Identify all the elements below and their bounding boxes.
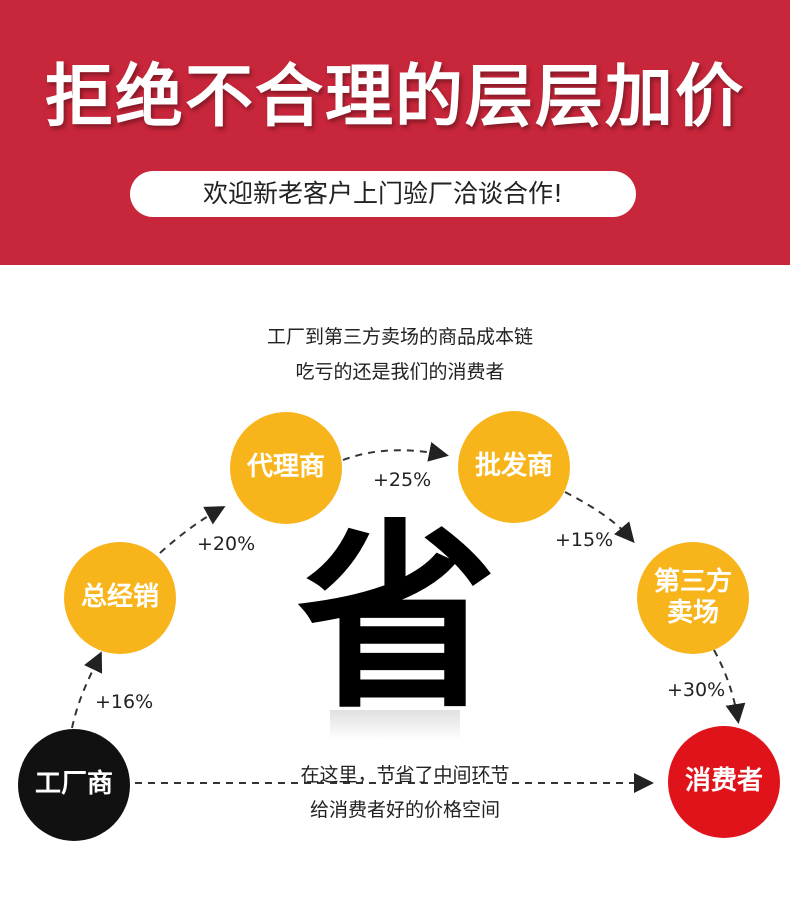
markup-wholesaler-third-party: +15%	[555, 529, 614, 551]
markup-third-party-consumer: +30%	[667, 679, 726, 701]
header-banner	[0, 0, 790, 265]
markup-factory-distributor: +16%	[95, 691, 154, 713]
headline: 拒绝不合理的层层加价	[44, 58, 745, 137]
intro-line-2: 吃亏的还是我们的消费者	[295, 361, 505, 383]
savings-note-line-1: 在这里，节省了中间环节	[300, 764, 510, 786]
arrow-factory-distributor	[71, 651, 103, 729]
node-factory: 工厂商	[18, 729, 130, 841]
arrow-distributor-agent	[159, 506, 226, 554]
node-distributor: 总经销	[64, 542, 176, 654]
node-third-party: 第三方 卖场	[637, 542, 749, 654]
big-character-reflection	[330, 710, 460, 740]
intro-line-1: 工厂到第三方卖场的商品成本链	[266, 326, 533, 348]
big-save-character: 省	[296, 503, 497, 736]
arrow-agent-wholesaler	[342, 442, 449, 462]
node-wholesaler: 批发商	[458, 411, 570, 523]
arrow-wholesaler-thirdparty	[564, 491, 635, 544]
node-consumer: 消费者	[668, 726, 780, 838]
markup-distributor-agent: +20%	[197, 533, 256, 555]
node-third-party-line-2: 卖场	[666, 598, 719, 628]
node-agent: 代理商	[230, 412, 342, 524]
subheadline-pill: 欢迎新老客户上门验厂洽谈合作!	[130, 171, 636, 217]
node-third-party-line-1: 第三方	[653, 566, 732, 597]
markup-agent-wholesaler: +25%	[373, 469, 432, 491]
arrow-thirdparty-consumer	[713, 649, 746, 724]
savings-note-line-2: 给消费者好的价格空间	[309, 799, 500, 821]
